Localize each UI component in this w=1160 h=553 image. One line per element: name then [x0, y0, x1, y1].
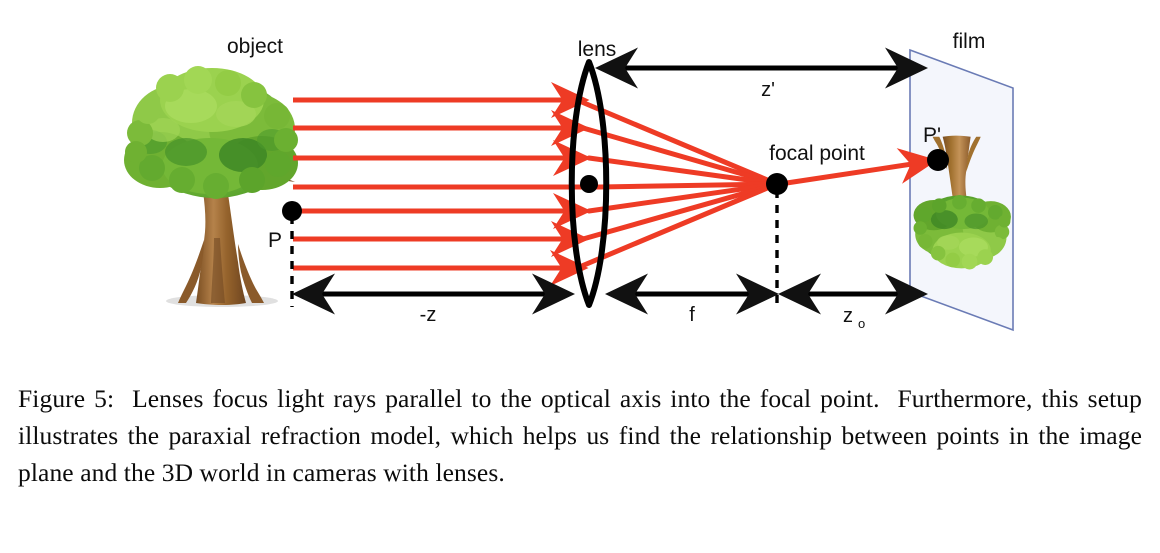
focal-point-dot: [766, 173, 788, 195]
lens-center-dot: [580, 175, 598, 193]
label-f: f: [689, 304, 695, 326]
film-inverted-tree: [913, 135, 1011, 270]
label-lens: lens: [578, 38, 617, 61]
optics-diagram: object lens film focal point P P' z' -z …: [124, 30, 1014, 332]
refracted-ray-3: [586, 155, 780, 187]
tree-crown: [124, 66, 298, 199]
object-tree-illustration: [124, 66, 298, 307]
ray-to-image-point: [779, 148, 938, 187]
label-focal-point: focal point: [769, 142, 865, 165]
figure-caption: Figure 5: Lenses focus light rays parall…: [18, 380, 1142, 491]
figure-caption-text: Figure 5: Lenses focus light rays parall…: [18, 384, 1149, 487]
point-P-prime-dot: [927, 149, 949, 171]
refracted-ray-6: [580, 181, 780, 242]
label-film: film: [953, 30, 986, 53]
label-point-P-prime: P': [923, 124, 941, 147]
refracted-ray-1: [574, 97, 780, 187]
label-minus-z: -z: [420, 304, 437, 326]
label-zo: z o: [843, 305, 865, 331]
refracted-ray-5: [586, 181, 780, 214]
lens-shape: [568, 59, 610, 308]
refracted-ray-2: [580, 125, 780, 187]
label-zo-subscript: o: [858, 316, 865, 331]
incoming-light-rays: [293, 82, 600, 286]
label-zo-base: z: [843, 305, 853, 327]
refracted-light-rays: [574, 97, 780, 271]
refracted-ray-7: [574, 181, 780, 271]
label-object: object: [227, 35, 283, 58]
refracted-ray-4: [597, 181, 780, 190]
label-z-prime: z': [761, 79, 775, 101]
label-point-P: P: [268, 229, 282, 252]
point-P-dot: [282, 201, 302, 221]
film-plane: [909, 48, 1014, 332]
